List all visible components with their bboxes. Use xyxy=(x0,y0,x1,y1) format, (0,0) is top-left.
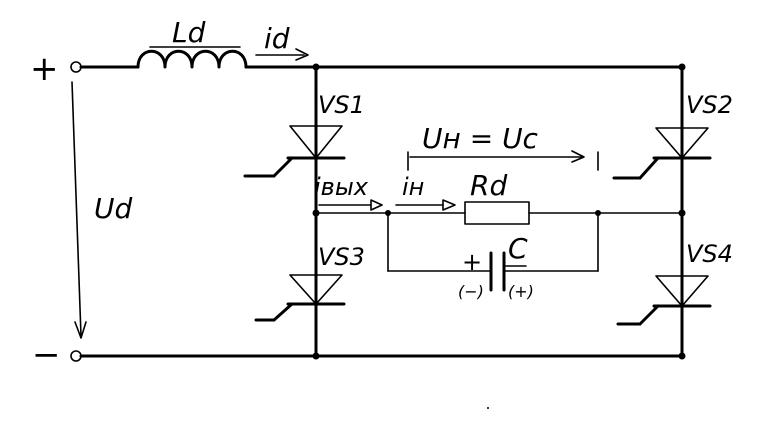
junction-top-right xyxy=(678,63,686,71)
vs4-label: VS4 xyxy=(686,240,733,268)
junction-bottom-left xyxy=(312,352,320,360)
un-uc-label: Uн = Uc xyxy=(422,122,539,155)
ld-label: Ld xyxy=(172,16,206,49)
resistor-rd xyxy=(464,201,530,225)
ud-arrow-line xyxy=(71,81,82,337)
thyristor-vs2 xyxy=(612,127,712,180)
id-arrow-head xyxy=(295,48,309,61)
vs2-label: VS2 xyxy=(686,91,733,119)
plus-label: + xyxy=(30,49,59,89)
vs3-label: VS3 xyxy=(318,243,365,271)
id-label: id xyxy=(264,22,290,55)
cap-left-polarity: (−) xyxy=(458,282,484,301)
cap-plus-label: + xyxy=(462,248,482,276)
ud-arrow-head xyxy=(74,321,87,339)
cap-right-polarity: (+) xyxy=(508,282,534,301)
thyristor-vs3 xyxy=(254,274,346,322)
minus-label: − xyxy=(32,335,61,375)
capacitor-c xyxy=(489,251,506,292)
vs1-label: VS1 xyxy=(318,91,365,119)
in-arrow-head xyxy=(442,199,456,211)
thyristor-vs4 xyxy=(616,275,712,326)
junction-top-left xyxy=(312,63,320,71)
stray-dot xyxy=(487,407,489,409)
un-arrow-head xyxy=(571,150,585,163)
ivyh-arrow-head xyxy=(370,199,383,211)
ivyh-label: iвых xyxy=(314,173,369,201)
rd-label: Rd xyxy=(470,169,507,202)
ud-label: Ud xyxy=(94,192,132,225)
inductor-ld xyxy=(136,49,248,69)
in-label: iн xyxy=(402,173,424,201)
thyristor-vs1 xyxy=(243,125,346,178)
junction-bottom-right xyxy=(678,352,686,360)
c-label: C xyxy=(508,232,528,265)
